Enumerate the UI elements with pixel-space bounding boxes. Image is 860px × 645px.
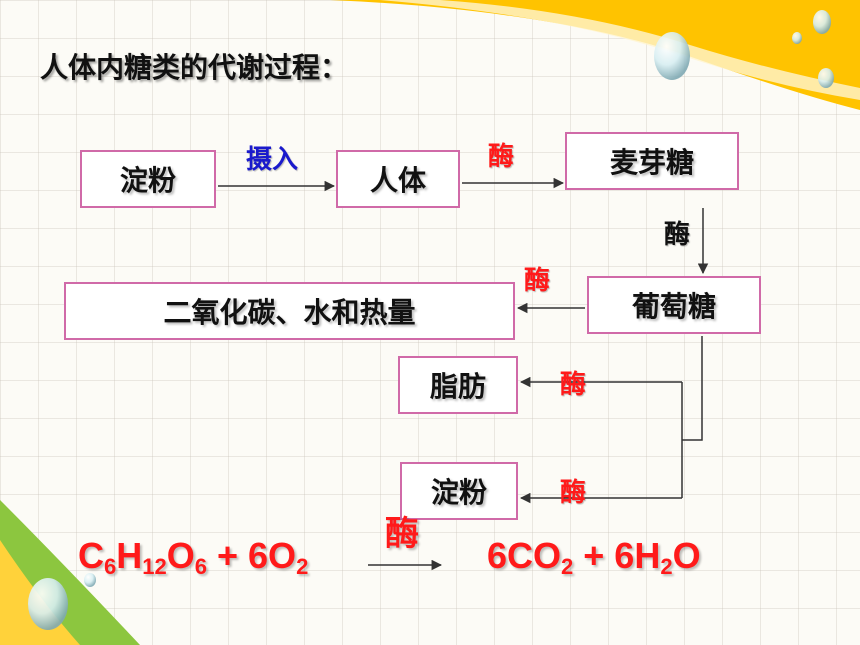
box-fat: 脂肪 [398, 356, 518, 414]
line-glucose-branch [682, 336, 703, 441]
equation-enzyme-label: 酶 [385, 515, 419, 553]
box-starch-stored: 淀粉 [400, 462, 518, 520]
reactant-o: O [166, 535, 195, 576]
label-enzyme-glucose: 酶 [664, 220, 691, 250]
box-maltose: 麦芽糖 [565, 132, 739, 190]
label-enzyme-products: 酶 [524, 266, 551, 296]
label-enzyme-fat: 酶 [560, 370, 587, 400]
yellow-corner-shape [0, 540, 80, 645]
plus-oxygen: + 6O [207, 535, 297, 576]
product-co2: 6CO [487, 535, 562, 576]
box-starch-source: 淀粉 [80, 150, 216, 208]
label-enzyme-starch: 酶 [560, 478, 587, 508]
water-drop-icon [792, 32, 802, 44]
subscript: 6 [104, 554, 117, 579]
water-o: O [672, 535, 701, 576]
yellow-wave-shape [330, 0, 860, 110]
plus-water: + 6H [573, 535, 661, 576]
box-products: 二氧化碳、水和热量 [64, 282, 515, 340]
water-drop-icon [84, 573, 96, 587]
subscript: 2 [296, 554, 309, 579]
subscript: 12 [142, 554, 167, 579]
reactant-c: C [78, 535, 104, 576]
subscript: 2 [561, 554, 574, 579]
box-body: 人体 [336, 150, 460, 208]
reactant-h: H [116, 535, 143, 576]
water-drop-icon [813, 10, 831, 34]
box-glucose: 葡萄糖 [587, 276, 761, 334]
equation-reactants: C6H12O6 + 6O2 [78, 538, 308, 578]
equation-products: 6CO2 + 6H2O [487, 538, 701, 578]
cream-wave-shape [380, 0, 860, 100]
subscript: 2 [660, 554, 673, 579]
water-drop-icon [818, 68, 834, 88]
label-enzyme-maltose: 酶 [488, 142, 515, 172]
water-drop-icon [654, 32, 690, 80]
page-title: 人体内糖类的代谢过程： [40, 51, 349, 84]
subscript: 6 [194, 554, 207, 579]
water-drop-icon [28, 578, 68, 630]
label-intake: 摄入 [246, 145, 299, 175]
